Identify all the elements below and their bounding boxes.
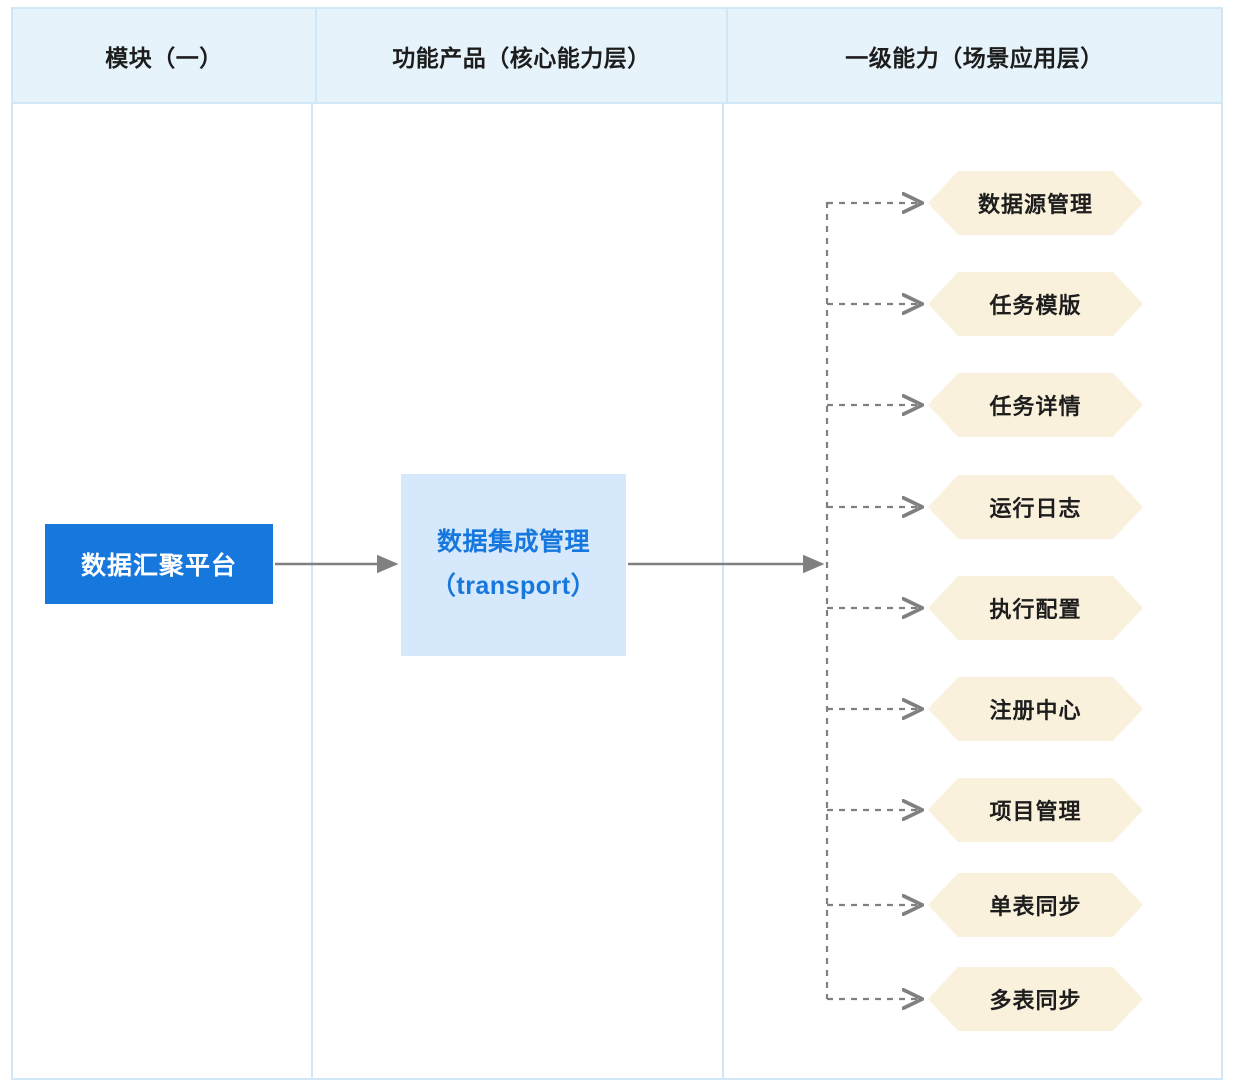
- column-header-function-product-label: 功能产品（核心能力层）: [392, 44, 651, 71]
- capability-node-6-label: 注册中心: [989, 698, 1082, 723]
- capability-node-2-label: 任务模版: [989, 293, 1082, 318]
- node-data-integration-management-title: 数据集成管理: [436, 528, 590, 557]
- column-header-first-level-capability-label: 一级能力（场景应用层）: [845, 44, 1104, 71]
- column-header-function-product: 功能产品（核心能力层）: [315, 9, 726, 102]
- column-divider-1: [311, 104, 313, 1080]
- capability-node-4-label: 运行日志: [989, 496, 1082, 521]
- node-data-aggregation-platform-label: 数据汇聚平台: [80, 552, 237, 580]
- capability-node-7-label: 项目管理: [989, 799, 1082, 824]
- capability-node-5[interactable]: 执行配置: [928, 576, 1143, 640]
- node-data-aggregation-platform[interactable]: 数据汇聚平台: [45, 524, 273, 604]
- table-header-row: 模块（一） 功能产品（核心能力层） 一级能力（场景应用层）: [11, 7, 1223, 104]
- capability-node-8-label: 单表同步: [989, 894, 1082, 919]
- capability-node-9-label: 多表同步: [989, 988, 1082, 1013]
- node-data-integration-management-subtitle: （transport）: [430, 572, 597, 600]
- capability-node-1-label: 数据源管理: [977, 192, 1093, 217]
- node-data-integration-management[interactable]: 数据集成管理 （transport）: [401, 474, 626, 656]
- capability-node-6[interactable]: 注册中心: [928, 677, 1143, 741]
- capability-node-8[interactable]: 单表同步: [928, 873, 1143, 937]
- capability-node-3[interactable]: 任务详情: [928, 373, 1143, 437]
- capability-node-1[interactable]: 数据源管理: [928, 171, 1143, 235]
- capability-node-9[interactable]: 多表同步: [928, 967, 1143, 1031]
- capability-node-7[interactable]: 项目管理: [928, 778, 1143, 842]
- column-header-module-label: 模块（一）: [105, 44, 223, 71]
- capability-node-4[interactable]: 运行日志: [928, 475, 1143, 539]
- capability-node-5-label: 执行配置: [989, 597, 1082, 622]
- column-divider-2: [722, 104, 724, 1080]
- column-header-first-level-capability: 一级能力（场景应用层）: [726, 9, 1221, 102]
- capability-node-2[interactable]: 任务模版: [928, 272, 1143, 336]
- capability-node-3-label: 任务详情: [989, 394, 1082, 419]
- column-header-module: 模块（一）: [13, 9, 315, 102]
